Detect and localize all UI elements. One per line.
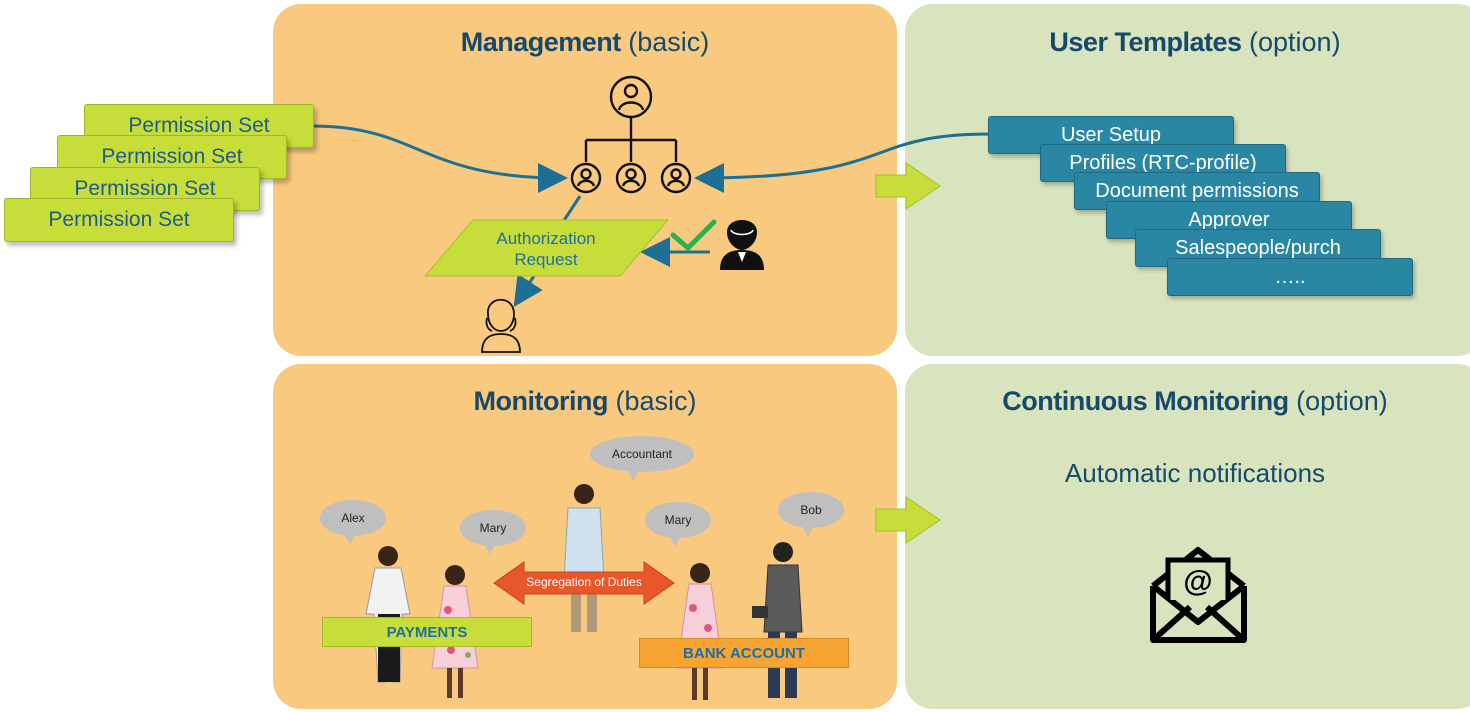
authorization-request-label[interactable]: Authorization Request: [496, 229, 596, 269]
person-accountant: [563, 484, 605, 632]
user-templates-title-bold: User Templates: [1049, 27, 1242, 57]
monitoring-title-bold: Monitoring: [473, 386, 609, 416]
payments-label[interactable]: PAYMENTS: [322, 617, 532, 647]
permission-set-connector: [311, 124, 568, 193]
continuous-monitoring-panel: [905, 364, 1470, 709]
management-title-bold: Management: [460, 27, 622, 57]
bubble-mary-left: Mary: [460, 510, 526, 555]
request-to-user-connector: [513, 273, 543, 308]
bank-account-label[interactable]: BANK ACCOUNT: [639, 638, 849, 668]
user-circle-icon: [570, 162, 602, 194]
continuous-title-bold: Continuous Monitoring: [1002, 386, 1289, 416]
user-templates-title: User Templates (option): [905, 27, 1470, 58]
bubble-mary-right: Mary: [645, 502, 711, 547]
svg-text:@: @: [1183, 565, 1212, 598]
monitoring-title: Monitoring (basic): [273, 386, 897, 417]
bubble-bob: Bob: [778, 492, 844, 537]
monitoring-title-rest: (basic): [607, 386, 697, 416]
management-title: Management (basic): [273, 27, 897, 58]
group-to-request-connector: [561, 195, 582, 223]
user-templates-connector: [694, 132, 991, 193]
bubble-alex: Alex: [320, 500, 386, 545]
management-title-rest: (basic): [620, 27, 710, 57]
bubble-accountant: Accountant: [590, 436, 694, 481]
user-templates-title-rest: (option): [1241, 27, 1341, 57]
permission-set-box[interactable]: Permission Set: [4, 198, 234, 242]
template-more[interactable]: …..: [1167, 258, 1413, 296]
automatic-notifications-text: Automatic notifications: [1064, 458, 1326, 488]
user-circle-icon: [615, 162, 647, 194]
segregation-label: Segregation of Duties: [526, 575, 642, 589]
continuous-title: Continuous Monitoring (option): [905, 386, 1470, 417]
continuous-title-rest: (option): [1288, 386, 1388, 416]
user-circle-icon: [660, 162, 692, 194]
